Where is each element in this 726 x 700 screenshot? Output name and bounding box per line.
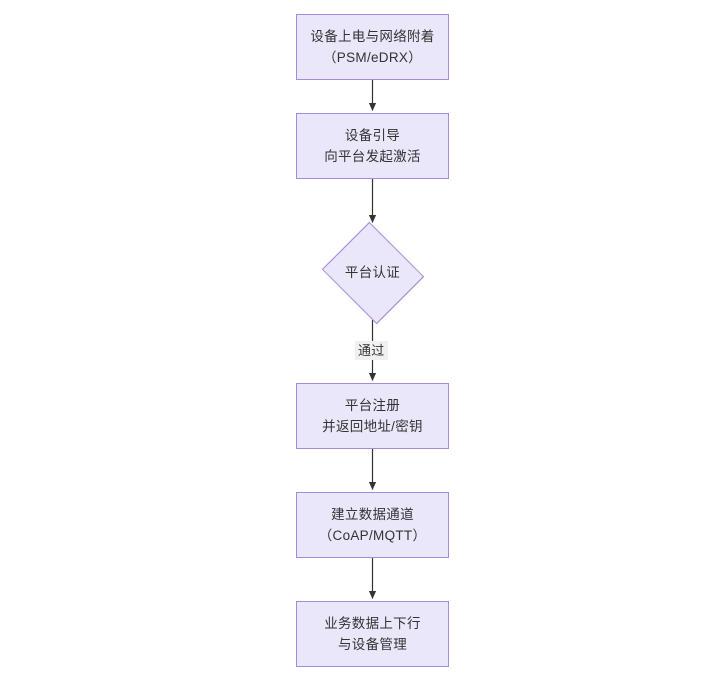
node-data-channel[interactable]: 建立数据通道 （CoAP/MQTT） [296,492,449,558]
edge-label-auth-pass: 通过 [355,341,388,360]
node-bootstrap[interactable]: 设备引导 向平台发起激活 [296,113,449,179]
node-bootstrap-line-1: 设备引导 [344,128,401,143]
node-power-on[interactable]: 设备上电与网络附着 （PSM/eDRX） [296,14,449,80]
node-data-channel-line-2: （CoAP/MQTT） [318,528,427,543]
node-platform-auth-label: 平台认证 [344,265,401,280]
node-power-on-line-2: （PSM/eDRX） [322,50,423,65]
node-power-on-line-1: 设备上电与网络附着 [310,29,435,44]
node-business-data-line-1: 业务数据上下行 [324,616,421,631]
node-platform-register-line-2: 并返回地址/密钥 [322,419,423,434]
node-platform-auth[interactable]: 平台认证 [317,221,428,324]
node-business-data[interactable]: 业务数据上下行 与设备管理 [296,601,449,667]
node-platform-register[interactable]: 平台注册 并返回地址/密钥 [296,383,449,449]
node-business-data-line-2: 与设备管理 [338,637,407,652]
node-data-channel-line-1: 建立数据通道 [331,507,414,522]
node-bootstrap-line-2: 向平台发起激活 [324,149,421,164]
node-platform-register-line-1: 平台注册 [344,398,401,413]
